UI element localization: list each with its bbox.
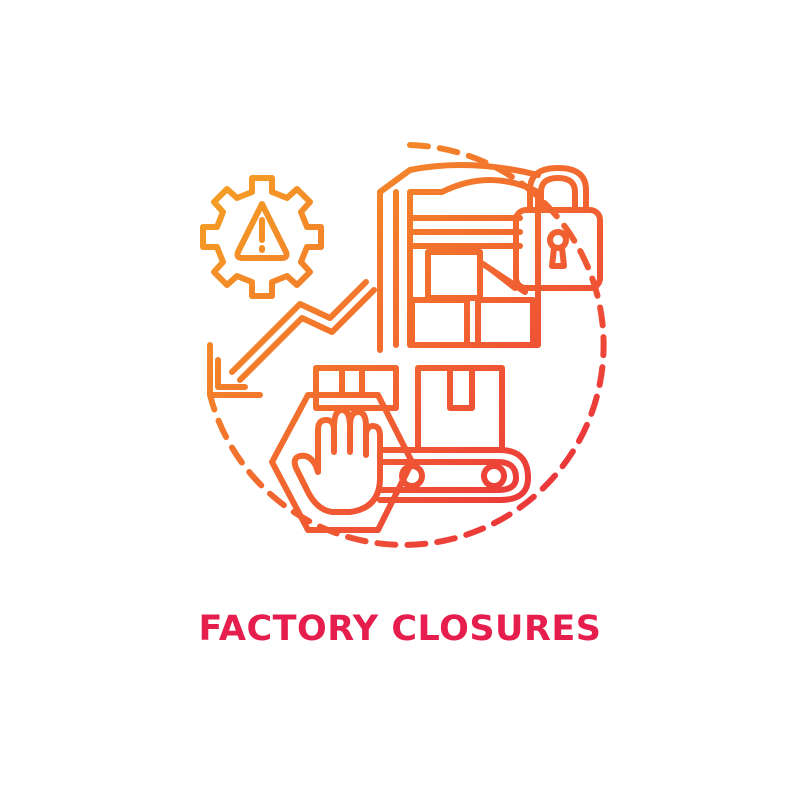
warehouse-icon xyxy=(377,162,541,353)
decline-arrow-icon xyxy=(207,279,377,398)
stop-hand-icon xyxy=(269,392,415,533)
warning-gear-icon xyxy=(200,175,324,299)
caption-title: FACTORY CLOSURES xyxy=(198,609,602,649)
padlock-icon xyxy=(513,165,603,291)
